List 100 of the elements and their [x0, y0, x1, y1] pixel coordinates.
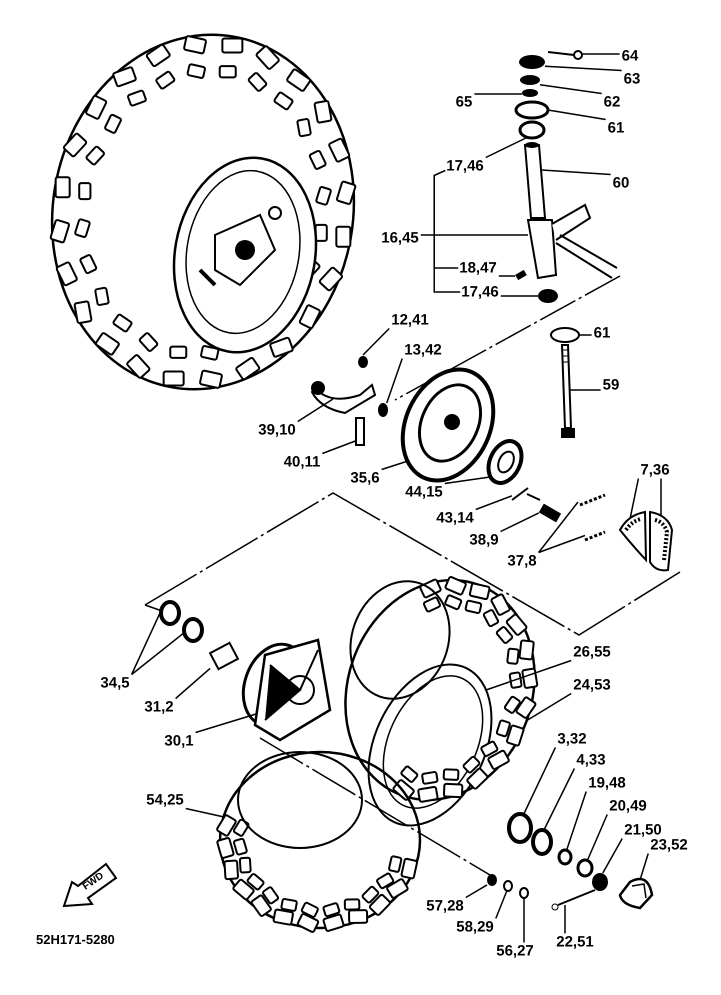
leader-line: [579, 334, 592, 336]
callout-number: 54,25: [146, 792, 184, 808]
spring: [584, 530, 606, 542]
callout-number: 63: [624, 72, 640, 86]
callout-number: 3,32: [557, 732, 587, 746]
leader-line: [538, 534, 586, 554]
drawing-number: 52H171-5280: [36, 931, 115, 949]
brake-shoe: [619, 511, 647, 561]
oil-seal: [531, 828, 553, 856]
leader-line: [526, 692, 572, 722]
brake-shoe: [649, 511, 673, 572]
dust-cap: [514, 100, 550, 120]
callout-number: 39,10: [258, 422, 296, 438]
callout-number: 31,2: [144, 700, 174, 714]
oil-seal: [486, 439, 524, 485]
leader-line: [175, 668, 211, 700]
bearing: [507, 812, 533, 844]
leader-line: [543, 768, 576, 830]
callout-number: 59: [602, 378, 620, 392]
callout-number: 19,48: [588, 776, 626, 790]
leader-line: [195, 713, 256, 734]
callout-number: 16,45: [381, 230, 419, 246]
rim-half: [368, 664, 492, 826]
callout-number: 61: [594, 326, 610, 340]
nut: [358, 356, 368, 368]
leader-line: [544, 66, 622, 72]
leader-line: [131, 632, 184, 676]
leader-line: [186, 808, 224, 818]
leader-line: [538, 502, 579, 553]
leader-line: [444, 476, 490, 484]
spring: [579, 494, 606, 506]
brake-cam-lever: [311, 381, 376, 414]
washer: [520, 75, 540, 85]
leader-line: [500, 295, 538, 297]
pin: [538, 504, 562, 522]
callout-number: 44,15: [405, 484, 443, 500]
bolt: [515, 270, 527, 280]
callout-number: 62: [604, 94, 620, 110]
callout-number: 18,47: [459, 260, 497, 276]
leader-line: [523, 747, 556, 814]
callout-number: 58,29: [456, 920, 494, 934]
bushing: [538, 289, 558, 303]
bolt: [355, 417, 365, 446]
callout-number: 35,6: [350, 470, 380, 486]
callout-number: 20,49: [609, 798, 647, 814]
bearing: [182, 617, 204, 643]
callout-number: 65: [456, 94, 472, 110]
hub-cap: [618, 878, 654, 910]
leader-line: [582, 53, 620, 55]
callout-number: 30,1: [164, 734, 194, 748]
callout-number: 21,50: [624, 822, 662, 838]
leader-line: [570, 389, 601, 391]
washer: [522, 89, 538, 97]
callout-number: 26,55: [573, 644, 611, 660]
leader-line: [386, 358, 403, 404]
leader-line: [586, 814, 608, 860]
callout-number: 57,28: [426, 898, 464, 914]
collar: [558, 848, 572, 866]
callout-number: 34,5: [100, 676, 130, 690]
callout-number: 64: [622, 48, 638, 64]
leader-line: [381, 460, 408, 470]
leader-line: [540, 84, 602, 94]
callout-number: 17,46: [461, 284, 499, 300]
washer: [378, 403, 388, 417]
leader-line: [465, 884, 488, 898]
dust-cap: [550, 327, 580, 343]
bolt: [560, 344, 575, 438]
leader-line: [476, 495, 512, 510]
shaft: [524, 142, 546, 219]
callout-number: 22,51: [556, 934, 594, 950]
leader-line: [660, 478, 662, 515]
callout-number: 12,41: [391, 312, 429, 328]
castle-nut: [592, 873, 608, 891]
tire: [344, 575, 538, 804]
leader-line: [420, 234, 528, 236]
washer: [503, 880, 513, 892]
callout-number: 13,42: [404, 342, 442, 358]
leader-line: [564, 905, 566, 934]
bushing: [518, 120, 546, 140]
bearing: [159, 600, 181, 626]
callout-number: 43,14: [436, 510, 474, 526]
leader-line: [486, 660, 572, 691]
callout-number: 37,8: [507, 554, 537, 568]
nut: [519, 887, 529, 899]
leader-line: [500, 512, 540, 532]
leader-line: [602, 838, 623, 874]
leader-line: [297, 398, 334, 422]
callout-number: 7,36: [640, 462, 670, 478]
callout-number: 56,27: [496, 944, 534, 958]
callout-number: 24,53: [573, 678, 611, 692]
leader-line: [640, 853, 649, 880]
leader-line: [498, 275, 516, 277]
cotter-pin: [552, 889, 596, 910]
leader-line: [362, 328, 390, 356]
callout-number: 17,46: [446, 158, 484, 174]
cotter-pin: [548, 50, 583, 60]
callout-number: 23,52: [650, 838, 688, 852]
leader-line: [485, 137, 526, 158]
callout-number: 38,9: [469, 532, 499, 548]
leader-line: [474, 93, 522, 95]
